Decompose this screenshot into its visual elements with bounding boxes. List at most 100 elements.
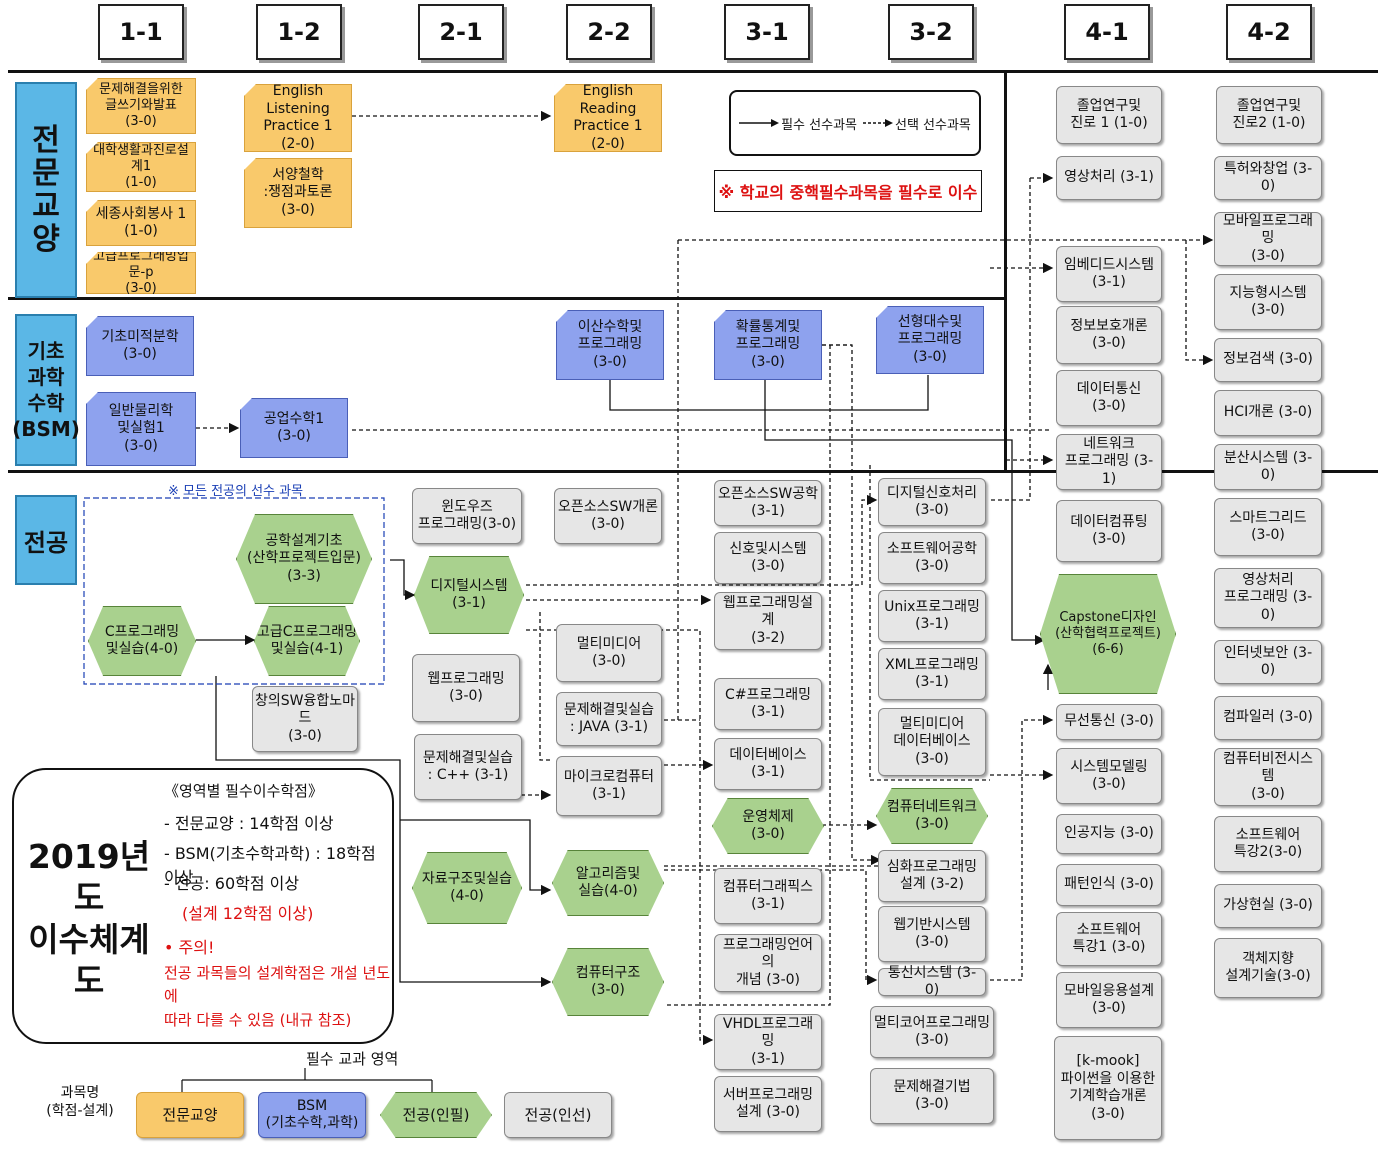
course-communication-systems[interactable]: 통신시스템 (3-0) <box>878 965 986 998</box>
course-csharp-programming[interactable]: C#프로그래밍 (3-1) <box>714 678 822 730</box>
course-mobile-application-design[interactable]: 모바일응용설계 (3-0) <box>1056 972 1162 1028</box>
semester-2-1: 2-1 <box>418 4 504 60</box>
course-operating-systems[interactable]: 운영체제 (3-0) <box>712 798 824 854</box>
course-computer-networks[interactable]: 컴퓨터네트워크 (3-0) <box>876 788 988 844</box>
course-software-special-topics-2[interactable]: 소프트웨어 특강2(3-0) <box>1214 816 1322 872</box>
course-web-based-systems[interactable]: 웹기반시스템 (3-0) <box>878 906 986 962</box>
course-computer-architecture[interactable]: 컴퓨터구조 (3-0) <box>552 948 664 1016</box>
course-unix-programming[interactable]: Unix프로그래밍 (3-1) <box>878 590 986 642</box>
course-virtual-reality[interactable]: 가상현실 (3-0) <box>1214 884 1322 928</box>
semester-1-2: 1-2 <box>256 4 342 60</box>
solid-arrow-icon <box>739 119 780 127</box>
course-software-engineering[interactable]: 소프트웨어공학 (3-0) <box>878 532 986 584</box>
course-linear-algebra[interactable]: 선형대수및 프로그래밍 (3-0) <box>876 306 984 374</box>
course-computer-vision-systems[interactable]: 컴퓨터비전시스템 (3-0) <box>1214 748 1322 806</box>
course-server-programming-design[interactable]: 서버프로그래밍 설계 (3-0) <box>714 1076 822 1132</box>
caution-text: 전공 과목들의 설계학점은 개설 년도에 따라 다를 수 있음 (내규 참조) <box>164 964 391 1029</box>
course-smart-grid[interactable]: 스마트그리드 (3-0) <box>1214 498 1322 556</box>
course-capstone-design[interactable]: Capstone디자인 (산학협력프로젝트) (6-6) <box>1040 574 1176 694</box>
course-hci-intro[interactable]: HCI개론 (3-0) <box>1214 390 1322 436</box>
course-multimedia[interactable]: 멀티미디어 (3-0) <box>556 624 662 682</box>
course-patents-startups[interactable]: 특허와창업 (3-0) <box>1214 156 1322 200</box>
school-core-note: ※ 학교의 중핵필수과목을 필수로 이수 <box>714 170 982 212</box>
course-distributed-systems[interactable]: 분산시스템 (3-0) <box>1214 444 1322 490</box>
course-embedded-systems[interactable]: 임베디드시스템 (3-1) <box>1056 246 1162 302</box>
course-data-structures[interactable]: 자료구조및실습 (4-0) <box>412 852 522 924</box>
course-calculus[interactable]: 기초미적분학 (3-0) <box>86 316 194 376</box>
semester-4-2: 4-2 <box>1226 4 1312 60</box>
legend-general-education: 전문교양 <box>136 1092 244 1138</box>
course-creative-sw-nomad[interactable]: 창의SW융합노마드 (3-0) <box>252 686 358 752</box>
course-western-philosophy[interactable]: 서양철학 :쟁점과토론 (3-0) <box>244 158 352 228</box>
requirement-major: - 전공: 60학점 이상 <box>164 874 300 893</box>
legend-course-name: 과목명 (학점-설계) <box>46 1085 114 1120</box>
requirement-general: - 전문교양 : 14학점 이상 <box>164 814 334 833</box>
course-web-programming[interactable]: 웹프로그래밍 (3-0) <box>412 654 520 722</box>
course-windows-programming[interactable]: 윈도우즈 프로그래밍(3-0) <box>412 488 522 544</box>
course-digital-systems[interactable]: 디지털시스템 (3-1) <box>414 556 524 634</box>
course-database[interactable]: 데이터베이스 (3-1) <box>714 738 822 790</box>
arrow-legend: 필수 선수과목 선택 선수과목 <box>729 90 981 156</box>
course-physics[interactable]: 일반물리학 및실험1 (3-0) <box>86 392 196 466</box>
course-social-service[interactable]: 세종사회봉사 1 (1-0) <box>86 200 196 246</box>
course-advanced-programming-design[interactable]: 심화프로그래밍 설계 (3-2) <box>878 850 986 902</box>
course-network-programming[interactable]: 네트워크 프로그래밍 (3-1) <box>1056 434 1162 490</box>
course-xml-programming[interactable]: XML프로그래밍 (3-1) <box>878 648 986 700</box>
course-writing[interactable]: 문제해결을위한 글쓰기와발표 (3-0) <box>86 78 196 134</box>
course-data-computing[interactable]: 데이터컴퓨팅 (3-0) <box>1056 500 1162 562</box>
course-advanced-programming-intro[interactable]: 고급프로그래밍입문-p (3-0) <box>86 252 196 294</box>
course-signals-systems[interactable]: 신호및시스템 (3-0) <box>714 532 822 584</box>
course-algorithms[interactable]: 알고리즘및 실습(4-0) <box>552 850 664 916</box>
requirements-panel: 2019년도 이수체계도 《영역별 필수이수학점》 - 전문교양 : 14학점 … <box>12 768 394 1044</box>
course-object-oriented-design[interactable]: 객체지향 설계기술(3-0) <box>1214 938 1322 998</box>
semester-1-1: 1-1 <box>98 4 184 60</box>
course-open-source-sw-intro[interactable]: 오픈소스SW개론 (3-0) <box>554 488 662 544</box>
course-computer-graphics[interactable]: 컴퓨터그래픽스 (3-1) <box>714 868 822 924</box>
course-discrete-math[interactable]: 이산수학및 프로그래밍 (3-0) <box>556 310 664 380</box>
semester-3-1: 3-1 <box>724 4 810 60</box>
course-multicore-programming[interactable]: 멀티코어프로그래밍 (3-0) <box>870 1006 994 1058</box>
course-web-programming-design[interactable]: 웹프로그래밍설계 (3-2) <box>714 592 822 650</box>
course-microcomputer[interactable]: 마이크로컴퓨터 (3-1) <box>556 756 662 816</box>
course-career-design[interactable]: 대학생활과진로설계1 (1-0) <box>86 142 196 192</box>
course-graduation-research-2[interactable]: 졸업연구및 진로2 (1-0) <box>1216 86 1322 144</box>
caution-heading: • 주의! <box>164 938 215 957</box>
course-mobile-programming[interactable]: 모바일프로그래밍 (3-0) <box>1214 212 1322 266</box>
course-advanced-c-programming[interactable]: 고급C프로그래밍 및실습(4-1) <box>254 606 360 676</box>
course-data-communication[interactable]: 데이터통신 (3-0) <box>1056 370 1162 426</box>
course-software-special-topics-1[interactable]: 소프트웨어 특강1 (3-0) <box>1056 912 1162 966</box>
optional-prereq-label: 선택 선수과목 <box>895 117 971 133</box>
legend-major-elective: 전공(인선) <box>504 1092 612 1138</box>
course-system-modeling[interactable]: 시스템모델링 (3-0) <box>1056 748 1162 804</box>
course-graduation-research-1[interactable]: 졸업연구및 진로 1 (1-0) <box>1056 86 1162 144</box>
legend-major-required: 전공(인필) <box>380 1092 492 1138</box>
requirement-bsm: - BSM(기초수학과학) : 18학점 이상 <box>164 844 376 887</box>
course-compiler[interactable]: 컴파일러 (3-0) <box>1214 696 1322 740</box>
course-pattern-recognition[interactable]: 패턴인식 (3-0) <box>1056 864 1162 906</box>
course-vhdl-programming[interactable]: VHDL프로그래밍 (3-1) <box>714 1014 822 1070</box>
course-programming-language-concepts[interactable]: 프로그래밍언어의 개념 (3-0) <box>714 934 822 992</box>
course-internet-security[interactable]: 인터넷보안 (3-0) <box>1214 640 1322 684</box>
course-image-processing[interactable]: 영상처리 (3-1) <box>1056 156 1162 200</box>
course-image-processing-programming[interactable]: 영상처리 프로그래밍 (3-0) <box>1214 568 1322 628</box>
course-kmooc-machine-learning[interactable]: [k-mook] 파이썬을 이용한 기계학습개론 (3-0) <box>1054 1036 1162 1140</box>
course-information-security[interactable]: 정보보호개론 (3-0) <box>1056 306 1162 364</box>
course-open-source-sw-engineering[interactable]: 오픈소스SW공학 (3-1) <box>714 480 822 526</box>
course-engineering-math[interactable]: 공업수학1 (3-0) <box>240 398 348 458</box>
course-c-programming[interactable]: C프로그래밍 및실습(4-0) <box>88 606 196 676</box>
course-english-listening[interactable]: English Listening Practice 1 (2-0) <box>244 84 352 152</box>
course-intelligent-systems[interactable]: 지능형시스템 (3-0) <box>1214 274 1322 330</box>
course-english-reading[interactable]: English Reading Practice 1 (2-0) <box>554 84 662 152</box>
course-digital-signal-processing[interactable]: 디지털신호처리 (3-0) <box>878 478 986 526</box>
course-problem-solving-java[interactable]: 문제해결및실습 : JAVA (3-1) <box>556 692 662 746</box>
course-problem-solving-cpp[interactable]: 문제해결및실습 : C++ (3-1) <box>414 734 522 800</box>
requirement-design: (설계 12학점 이상) <box>182 904 314 923</box>
course-wireless-communication[interactable]: 무선통신 (3-0) <box>1056 704 1162 740</box>
course-probability-statistics[interactable]: 확률통계및 프로그래밍 (3-0) <box>714 310 822 380</box>
course-artificial-intelligence[interactable]: 인공지능 (3-0) <box>1056 814 1162 854</box>
dashed-arrow-icon <box>863 119 893 127</box>
course-multimedia-database[interactable]: 멀티미디어 데이터베이스 (3-0) <box>878 708 986 776</box>
course-information-retrieval[interactable]: 정보검색 (3-0) <box>1214 338 1322 382</box>
course-engineering-design-basics[interactable]: 공학설계기초 (산학프로젝트입문) (3-3) <box>236 514 372 604</box>
course-problem-solving-techniques[interactable]: 문제해결기법 (3-0) <box>870 1068 994 1124</box>
